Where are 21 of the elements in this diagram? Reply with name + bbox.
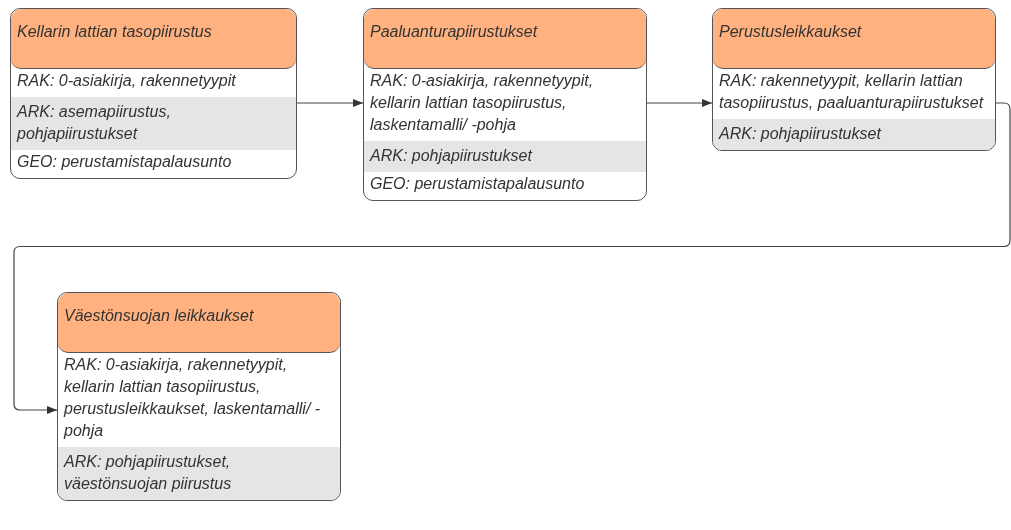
requirement-row-text: GEO: perustamistapalausunto (369, 174, 586, 194)
card-header: Paaluanturapiirustukset (364, 9, 646, 69)
requirement-row-text: RAK: 0-asiakirja, rakennetyypit, kellarin lattian tasopiirustus, laskentamalli/ -pohja (369, 71, 595, 135)
requirement-row-text: RAK: rakennetyypit, kellarin lattian tasopiirustus, paaluanturapiirustukset (718, 71, 985, 113)
arrow (646, 99, 713, 107)
requirement-row: ARK: asemapiirustus, pohjapiirustukset (11, 97, 296, 150)
requirement-row: ARK: pohjapiirustukset, väestönsuojan piirustus (58, 447, 340, 500)
arrow (13, 102, 1011, 414)
requirement-row: ARK: pohjapiirustukset (713, 119, 995, 150)
card-header: Väestönsuojan leikkaukset (58, 293, 340, 353)
requirement-row-text: RAK: 0-asiakirja, rakennetyypit (16, 71, 237, 91)
requirement-row-text: RAK: 0-asiakirja, rakennetyypit, kellarin lattian tasopiirustus, perustusleikkaukset, laskentamalli/ -pohja (62, 355, 322, 441)
requirement-row-text: GEO: perustamistapalausunto (16, 152, 233, 172)
document-card (363, 8, 647, 201)
document-card (10, 8, 297, 179)
requirement-row: ARK: pohjapiirustukset (364, 141, 646, 172)
arrow (296, 99, 364, 107)
card-header: Perustusleikkaukset (713, 9, 995, 69)
card-header: Kellarin lattian tasopiirustus (11, 9, 296, 69)
document-card (712, 8, 996, 151)
document-card (57, 292, 341, 501)
